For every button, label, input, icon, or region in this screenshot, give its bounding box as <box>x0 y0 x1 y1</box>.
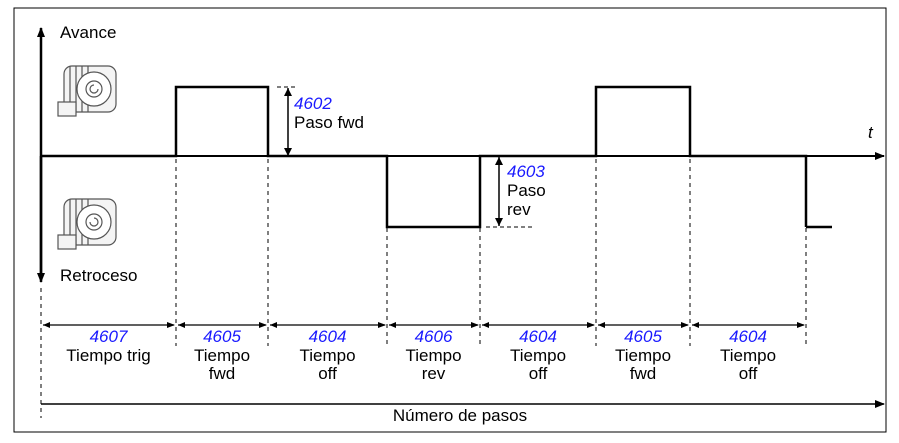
interval-label: Tiempo <box>405 346 461 365</box>
interval-arrow-start <box>178 322 185 328</box>
signal-waveform <box>41 85 808 229</box>
motor-reverse-icon <box>57 198 117 250</box>
interval-label: Tiempo <box>510 346 566 365</box>
interval-label: Tiempo <box>615 346 671 365</box>
interval-label: Tiempo trig <box>66 346 150 365</box>
interval-label: Tiempo <box>720 346 776 365</box>
interval-label: Tiempo <box>299 346 355 365</box>
fwd-level-text: Paso fwd <box>294 113 364 132</box>
interval-boundaries <box>40 87 807 418</box>
interval-param: 4605 <box>203 327 241 346</box>
interval-arrow-start <box>43 322 50 328</box>
rev-level-param: 4603 <box>507 162 545 181</box>
fwd-level-param: 4602 <box>294 94 332 113</box>
forward-label: Avance <box>60 23 116 42</box>
interval-param: 4605 <box>624 327 662 346</box>
interval-label: Tiempo <box>194 346 250 365</box>
interval-label: fwd <box>630 364 656 383</box>
rev-level-text-1: Paso <box>507 181 546 200</box>
interval-arrow-start <box>598 322 605 328</box>
interval-arrow-start <box>482 322 489 328</box>
interval-label: off <box>739 364 758 383</box>
interval-arrow-start <box>389 322 396 328</box>
interval-param: 4604 <box>729 327 767 346</box>
interval-arrow-start <box>270 322 277 328</box>
interval-label: fwd <box>209 364 235 383</box>
interval-label: rev <box>422 364 446 383</box>
interval-param: 4604 <box>519 327 557 346</box>
interval-param: 4604 <box>309 327 347 346</box>
interval-param: 4607 <box>90 327 128 346</box>
interval-label: off <box>318 364 337 383</box>
rev-level-text-2: rev <box>507 200 531 219</box>
diagram-frame <box>13 7 887 433</box>
motor-forward-icon <box>57 65 117 117</box>
reverse-label: Retroceso <box>60 266 137 285</box>
rev-level-marker <box>486 157 532 228</box>
steps-axis-label: Número de pasos <box>393 406 527 425</box>
time-axis-label: t <box>868 123 874 142</box>
interval-arrow-start <box>692 322 699 328</box>
interval-label: off <box>529 364 548 383</box>
fwd-level-marker <box>277 86 296 156</box>
interval-param: 4606 <box>415 327 453 346</box>
